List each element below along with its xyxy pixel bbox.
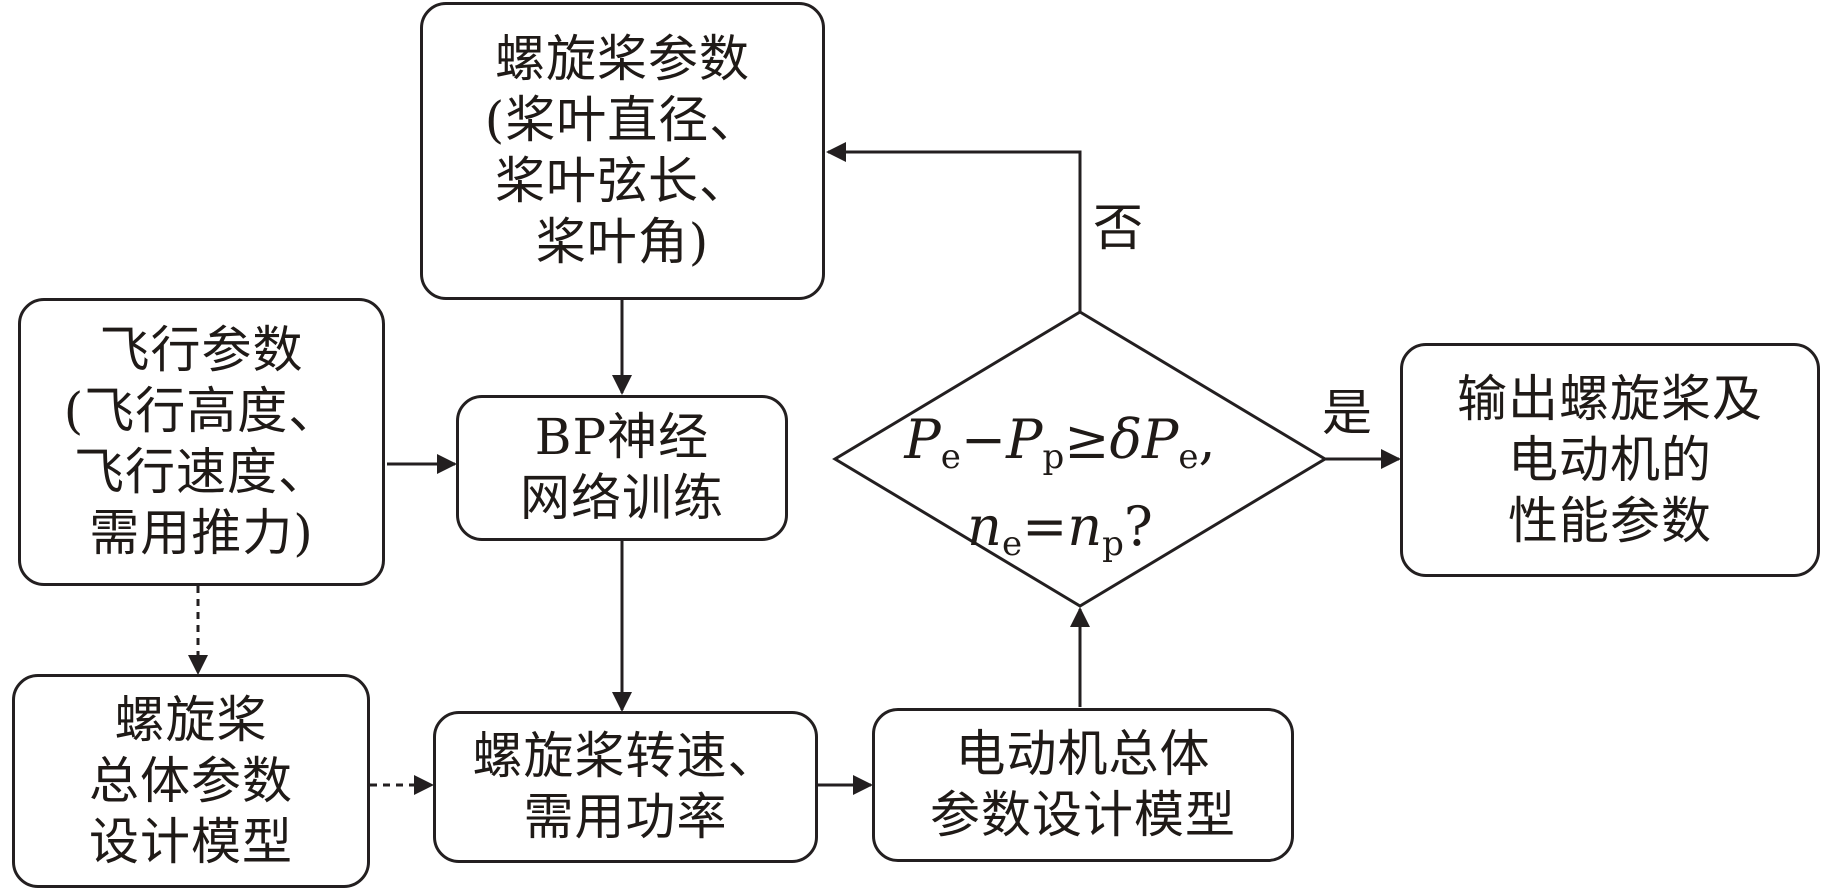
propeller-model-text: 螺旋桨 总体参数 设计模型 [89, 690, 293, 871]
bp-training-text: BP神经 网络训练 [520, 408, 724, 527]
propeller-params-text: 螺旋桨参数 (桨叶直径、 桨叶弦长、 桨叶角) [484, 30, 761, 271]
arrow-decision-no-loop [826, 142, 1082, 312]
speed-power-box: 螺旋桨转速、 需用功率 [433, 711, 818, 863]
speed-power-text: 螺旋桨转速、 需用功率 [472, 727, 779, 846]
decision-line-1: Pe−Pp≥δPe, [904, 408, 1216, 477]
flight-params-box: 飞行参数 (飞行高度、 飞行速度、 需用推力) [18, 298, 385, 586]
decision-diamond [832, 310, 1328, 608]
output-text: 输出螺旋桨及 电动机的 性能参数 [1457, 369, 1763, 550]
bp-training-box: BP神经 网络训练 [456, 395, 788, 541]
label-no: 否 [1093, 199, 1143, 257]
output-box: 输出螺旋桨及 电动机的 性能参数 [1400, 343, 1820, 577]
decision-line-2: ne=np? [967, 495, 1153, 564]
decision-condition: Pe−Pp≥δPe, ne=np? [830, 405, 1290, 579]
motor-model-text: 电动机总体 参数设计模型 [930, 725, 1236, 844]
propeller-params-box: 螺旋桨参数 (桨叶直径、 桨叶弦长、 桨叶角) [420, 2, 825, 300]
motor-model-box: 电动机总体 参数设计模型 [872, 708, 1294, 862]
label-yes: 是 [1322, 384, 1372, 442]
flight-params-text: 飞行参数 (飞行高度、 飞行速度、 需用推力) [63, 321, 340, 562]
propeller-model-box: 螺旋桨 总体参数 设计模型 [12, 674, 370, 888]
